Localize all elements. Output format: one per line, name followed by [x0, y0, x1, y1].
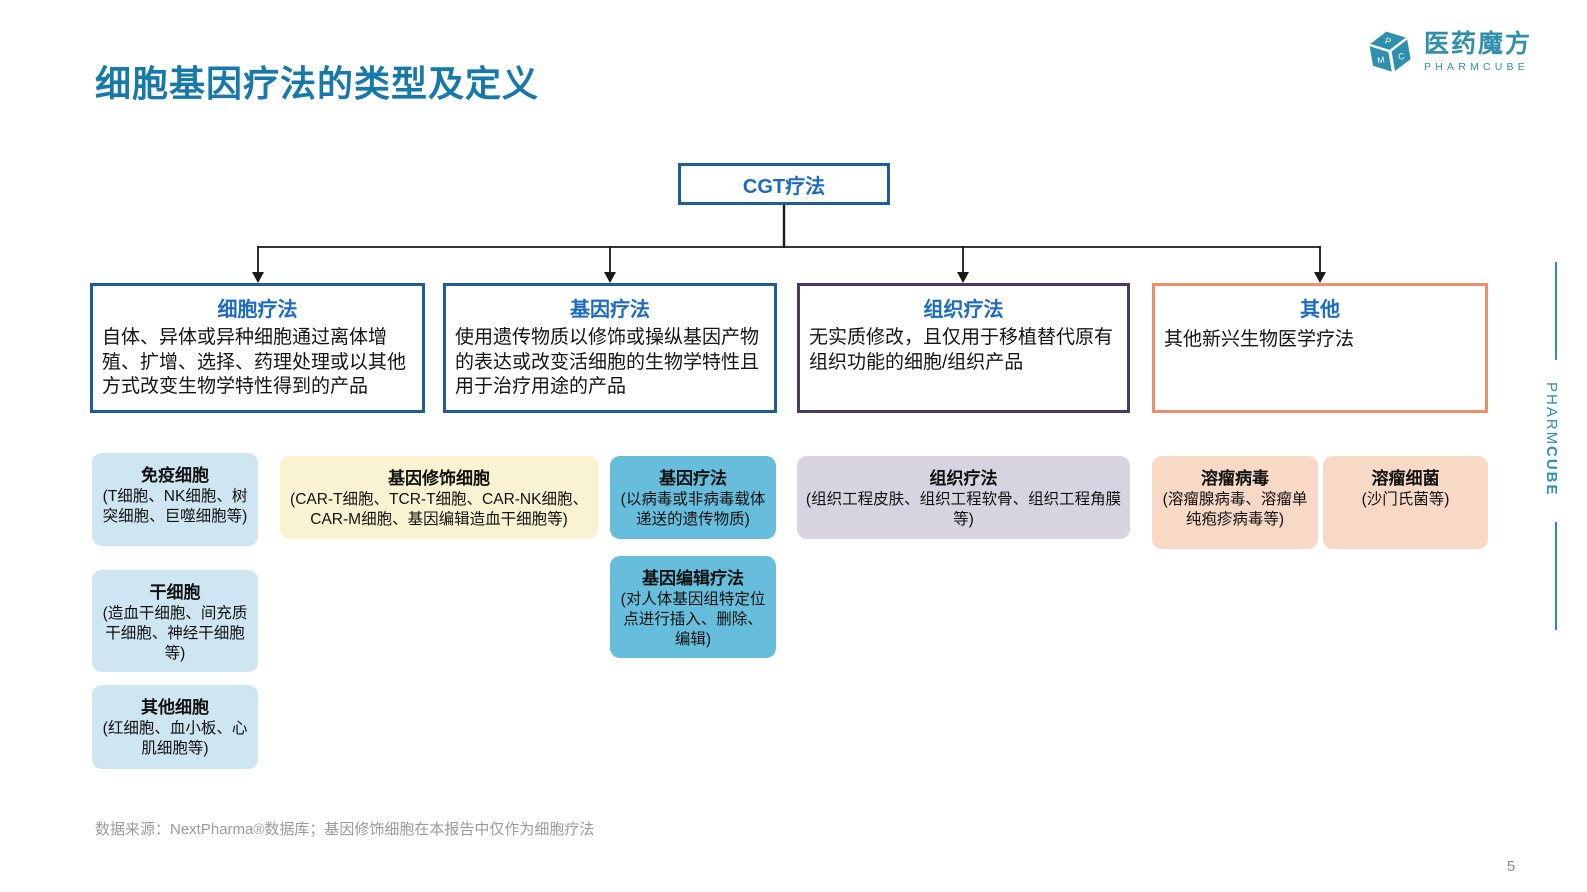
right-rail-divider-top: [1555, 262, 1557, 360]
subtype-title: 基因疗法: [659, 469, 727, 488]
category-definition: 使用遗传物质以修饰或操纵基因产物的表达或改变活细胞的生物学特性且用于治疗用途的产…: [455, 327, 760, 398]
subtype-box-gene-modified-cells: 基因修饰细胞 (CAR-T细胞、TCR-T细胞、CAR-NK细胞、CAR-M细胞…: [280, 456, 598, 539]
category-box-gene-therapy: 基因疗法 使用遗传物质以修饰或操纵基因产物的表达或改变活细胞的生物学特性且用于治…: [443, 283, 777, 413]
rail-text-pharm: PHARM: [1543, 382, 1560, 447]
subtype-detail: (T细胞、NK细胞、树突细胞、巨噬细胞等): [102, 488, 248, 525]
subtype-title: 溶瘤病毒: [1201, 469, 1269, 488]
rail-text-cube: CUBE: [1543, 446, 1560, 497]
svg-text:M: M: [1376, 54, 1385, 65]
subtype-title: 溶瘤细菌: [1371, 469, 1440, 488]
category-definition: 其他新兴生物医学疗法: [1164, 329, 1355, 350]
pharmcube-logo: P M C 医药魔方 PHARMCUBE: [1366, 28, 1532, 76]
subtype-title: 干细胞: [149, 583, 201, 602]
subtype-box-oncolytic-bacteria: 溶瘤细菌 (沙门氏菌等): [1323, 456, 1488, 549]
category-box-other: 其他 其他新兴生物医学疗法: [1152, 283, 1488, 413]
subtype-title: 其他细胞: [141, 698, 209, 717]
logo-chinese-name: 医药魔方: [1424, 29, 1533, 58]
root-box-label: CGT疗法: [742, 175, 826, 198]
subtype-detail: (溶瘤腺病毒、溶瘤单纯疱疹病毒等): [1162, 491, 1308, 528]
subtype-title: 基因编辑疗法: [642, 569, 744, 588]
subtype-box-other-cells: 其他细胞 (红细胞、血小板、心肌细胞等): [92, 685, 258, 769]
data-source-note: 数据来源：NextPharma®数据库；基因修饰细胞在本报告中仅作为细胞疗法: [95, 821, 595, 838]
subtype-detail: (CAR-T细胞、TCR-T细胞、CAR-NK细胞、CAR-M细胞、基因编辑造血…: [290, 491, 588, 528]
cube-logo-icon: P M C: [1369, 31, 1411, 72]
subtype-box-stem-cells: 干细胞 (造血干细胞、间充质干细胞、神经干细胞等): [92, 570, 258, 673]
category-box-cell-therapy: 细胞疗法 自体、异体或异种细胞通过离体增殖、扩增、选择、药理处理或以其他方式改变…: [90, 283, 425, 413]
category-title: 基因疗法: [570, 299, 650, 321]
category-definition: 无实质修改，且仅用于移植替代原有组织功能的细胞/组织产品: [809, 327, 1114, 373]
subtype-title: 基因修饰细胞: [388, 469, 490, 488]
subtype-detail: (组织工程皮肤、组织工程软骨、组织工程角膜等): [805, 491, 1122, 528]
category-title: 细胞疗法: [217, 299, 298, 321]
subtype-title: 免疫细胞: [141, 466, 209, 485]
subtype-box-oncolytic-virus: 溶瘤病毒 (溶瘤腺病毒、溶瘤单纯疱疹病毒等): [1152, 456, 1318, 549]
subtype-detail: (沙门氏菌等): [1361, 491, 1450, 508]
category-title: 组织疗法: [923, 299, 1004, 321]
right-rail-divider-bottom: [1555, 522, 1557, 630]
subtype-title: 组织疗法: [929, 469, 998, 488]
subtype-box-gene-editing-therapy: 基因编辑疗法 (对人体基因组特定位点进行插入、删除、编辑): [610, 556, 776, 659]
subtype-box-immune-cells: 免疫细胞 (T细胞、NK细胞、树突细胞、巨噬细胞等): [92, 453, 258, 546]
svg-text:P: P: [1384, 36, 1392, 47]
subtype-detail: (造血干细胞、间充质干细胞、神经干细胞等): [102, 605, 248, 662]
svg-text:C: C: [1397, 51, 1405, 62]
subtype-detail: (红细胞、血小板、心肌细胞等): [102, 720, 248, 757]
subtype-box-tissue-therapy: 组织疗法 (组织工程皮肤、组织工程软骨、组织工程角膜等): [797, 456, 1130, 539]
root-box-cgt-therapy: CGT疗法: [678, 163, 890, 205]
page-number: 5: [1506, 858, 1516, 875]
category-definition: 自体、异体或异种细胞通过离体增殖、扩增、选择、药理处理或以其他方式改变生物学特性…: [102, 327, 407, 398]
category-box-tissue-therapy: 组织疗法 无实质修改，且仅用于移植替代原有组织功能的细胞/组织产品: [797, 283, 1130, 413]
page-title: 细胞基因疗法的类型及定义: [95, 63, 540, 104]
category-title: 其他: [1300, 299, 1340, 321]
subtype-box-gene-therapy: 基因疗法 (以病毒或非病毒载体递送的遗传物质): [610, 456, 776, 539]
subtype-detail: (对人体基因组特定位点进行插入、删除、编辑): [620, 591, 766, 648]
logo-english-name: PHARMCUBE: [1424, 60, 1529, 73]
subtype-detail: (以病毒或非病毒载体递送的遗传物质): [620, 491, 766, 528]
